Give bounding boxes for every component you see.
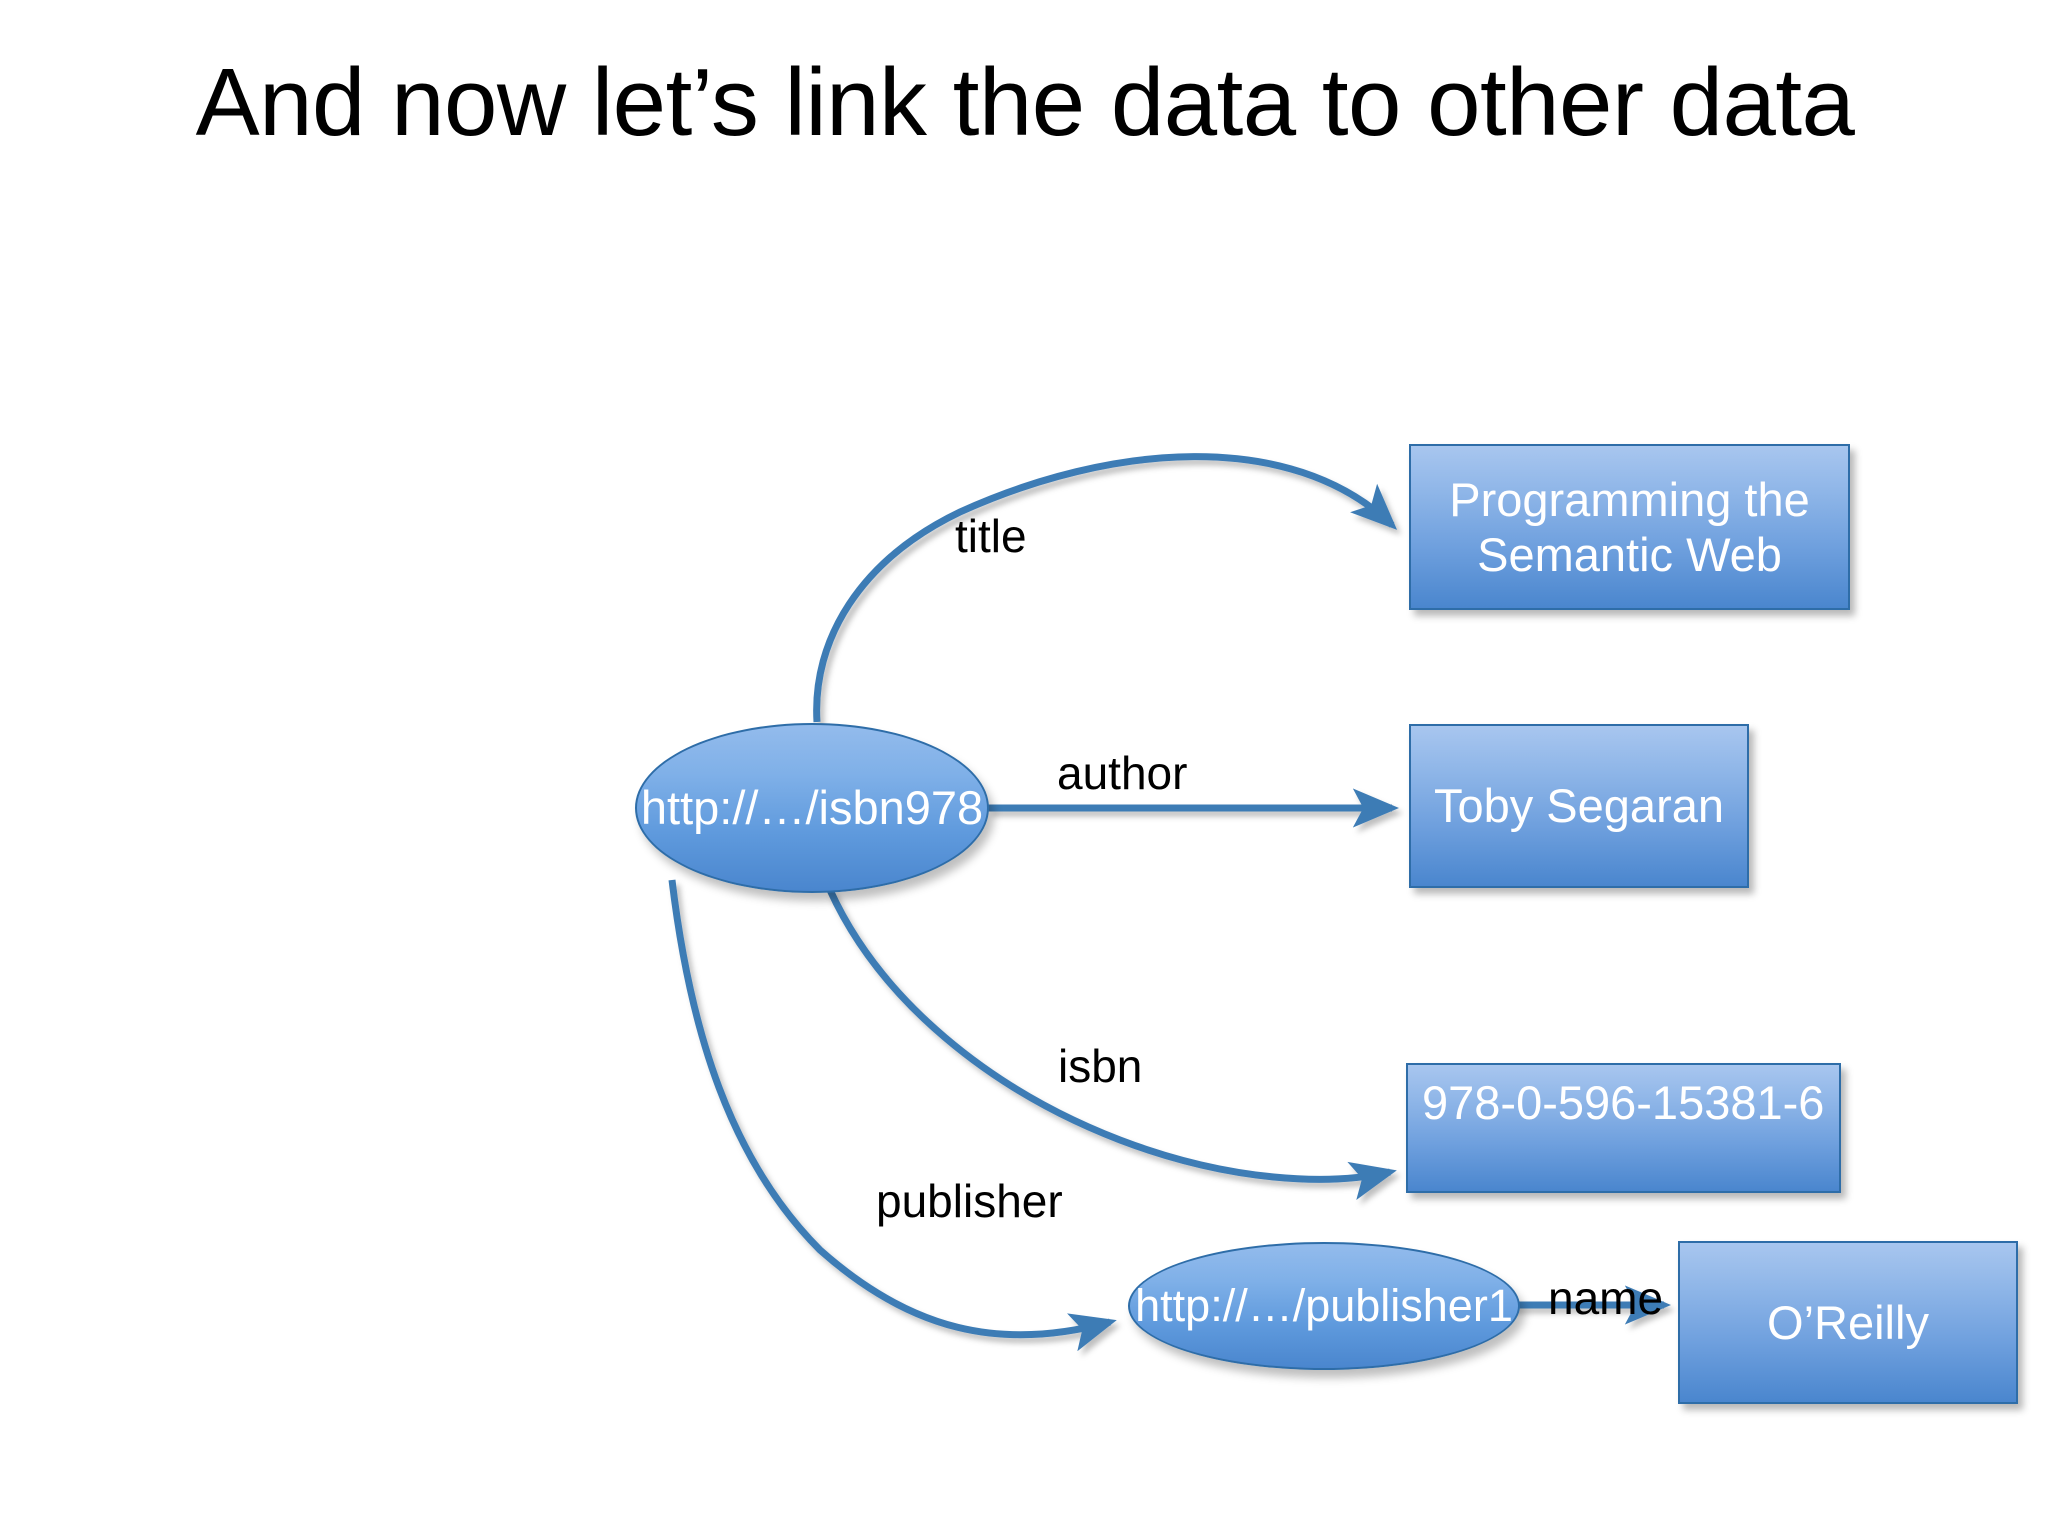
node-name-value[interactable]: O’Reilly (1678, 1241, 2018, 1404)
edge-title-path (813, 453, 1398, 723)
page-title: And now let’s link the data to other dat… (195, 49, 1855, 156)
node-publisher-uri[interactable]: http://…/publisher1 (1128, 1242, 1520, 1370)
node-author-value[interactable]: Toby Segaran (1409, 724, 1749, 888)
edge-label-isbn: isbn (1058, 1040, 1143, 1092)
node-title-value[interactable]: Programming the Semantic Web (1409, 444, 1850, 610)
edge-label-name: name (1548, 1272, 1664, 1324)
edge-isbn-path (826, 888, 1397, 1200)
node-isbn-value[interactable]: 978-0-596-15381-6 (1406, 1063, 1841, 1193)
edge-label-title: title (955, 510, 1027, 562)
edge-publisher-path (668, 879, 1117, 1352)
node-book-uri[interactable]: http://…/isbn978 (635, 723, 989, 893)
edge-label-author: author (1057, 747, 1188, 799)
edge-label-publisher: publisher (876, 1175, 1063, 1227)
